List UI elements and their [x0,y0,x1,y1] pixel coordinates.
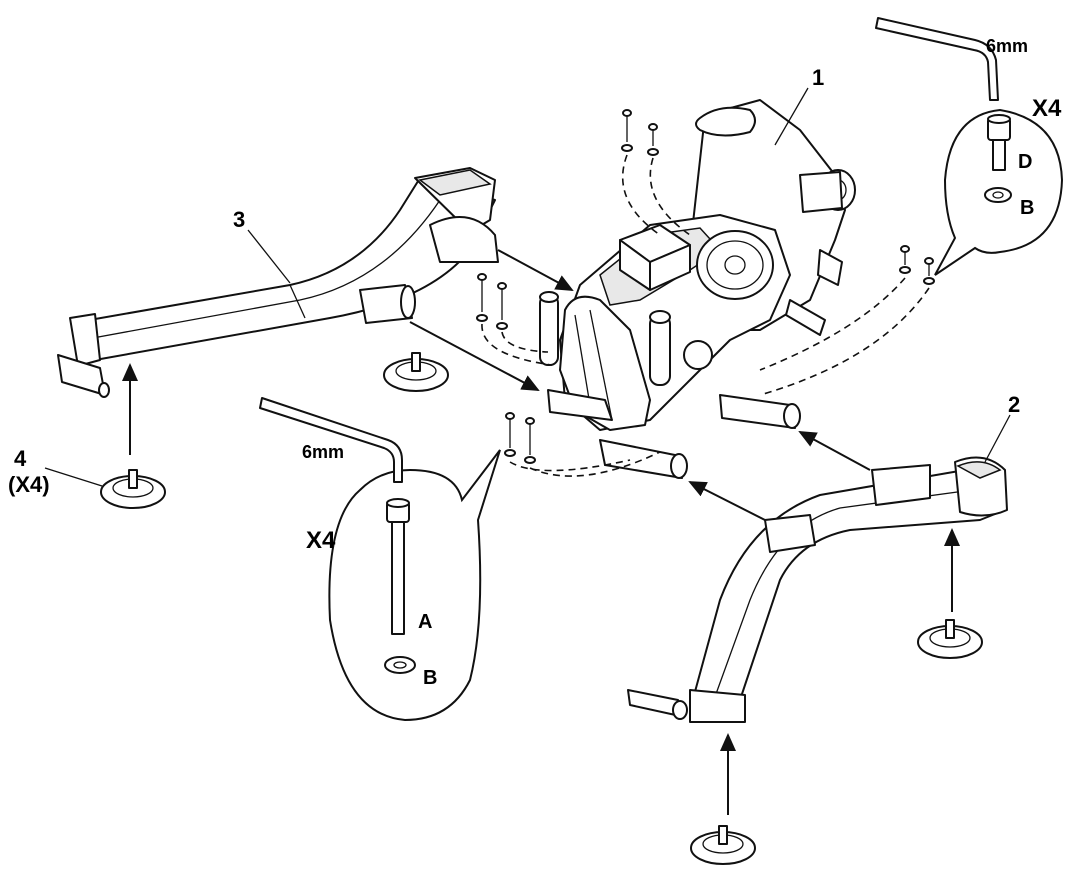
leader-lines [44,87,1011,487]
allen-key-icon [259,397,403,483]
bolt-paths [476,109,935,477]
front-stabilizer [57,167,499,398]
rear-stabilizer [627,456,1008,723]
allen-key-icon [875,17,999,101]
assembly-arrows [122,249,960,815]
leveling-foot [917,619,983,659]
rear-quantity: X4 [1032,95,1062,122]
front-tool-size: 6mm [302,442,344,462]
front-quantity: X4 [306,527,336,554]
rear-tool-size: 6mm [986,36,1028,56]
callout-part-3: 3 [233,207,245,232]
front-washer-letter: B [423,667,437,689]
rear-bolt-letter: D [1018,151,1032,173]
rear-washer-letter: B [1020,197,1034,219]
callout-part-4-quantity: (X4) [8,472,50,497]
callout-part-2: 2 [1008,392,1020,417]
leveling-foot [383,352,449,392]
callout-part-1: 1 [812,65,824,90]
leveling-foot [100,469,166,509]
detail-callout-rear [875,17,1064,276]
washer-icon [384,656,416,674]
detail-callout-front [259,397,501,722]
callout-part-4: 4 [14,446,27,471]
washer-icon [984,187,1012,203]
front-bolt-letter: A [418,611,432,633]
main-frame [539,99,856,479]
leveling-foot [690,825,756,865]
